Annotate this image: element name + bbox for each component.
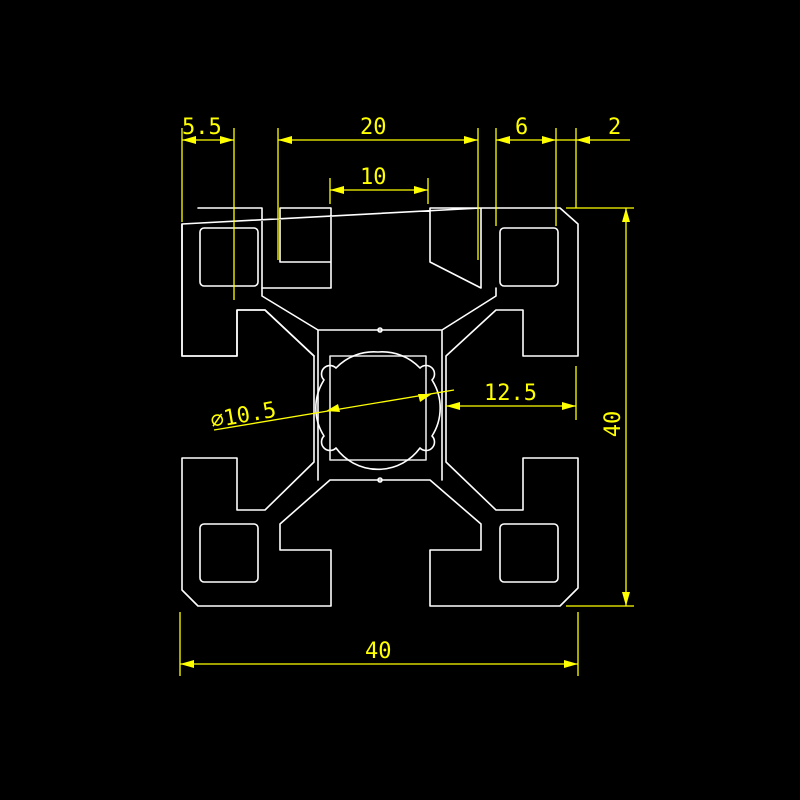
arrow [418, 394, 432, 402]
dim-label-overall-width: 40 [365, 639, 392, 664]
dim-label-slot-opening-outer: 20 [360, 115, 387, 140]
arrow [576, 136, 590, 144]
dim-label-center-offset: 12.5 [484, 381, 537, 406]
outer-contour [181, 207, 579, 607]
arrow [622, 592, 630, 606]
arrow [496, 136, 510, 144]
dimensions: 5.5 20 10 6 2 40 [179, 115, 634, 676]
dim-label-slot-opening-inner: 10 [360, 165, 387, 190]
tick-top [377, 327, 383, 333]
arrow [182, 136, 196, 144]
cavity-bottom-left [199, 523, 259, 583]
arrow [220, 136, 234, 144]
arrow [278, 136, 292, 144]
bore-inner-outline [329, 355, 427, 461]
dim-label-edge-offset: 2 [608, 115, 621, 140]
slot-top-left [181, 223, 315, 357]
center-bore [315, 351, 441, 471]
arrow [414, 186, 428, 194]
inner-web [261, 287, 497, 481]
arrow [562, 402, 576, 410]
dim-label-bore-diameter: ⌀10.5 [209, 398, 279, 434]
tick-bottom [377, 477, 383, 483]
dim-label-groove-width: 6 [515, 115, 528, 140]
arrow [564, 660, 578, 668]
dim-label-slot-wall: 5.5 [182, 115, 222, 140]
dim-label-overall-height: 40 [601, 411, 626, 438]
cavity-top-left [199, 227, 259, 287]
arrow [464, 136, 478, 144]
cavity-bottom-right [499, 523, 559, 583]
arrow [446, 402, 460, 410]
profile-outline [181, 207, 579, 607]
arrow [542, 136, 556, 144]
arrow [180, 660, 194, 668]
arrow [622, 208, 630, 222]
cavity-top-right [499, 227, 559, 287]
arrow [326, 404, 340, 412]
arrow [330, 186, 344, 194]
